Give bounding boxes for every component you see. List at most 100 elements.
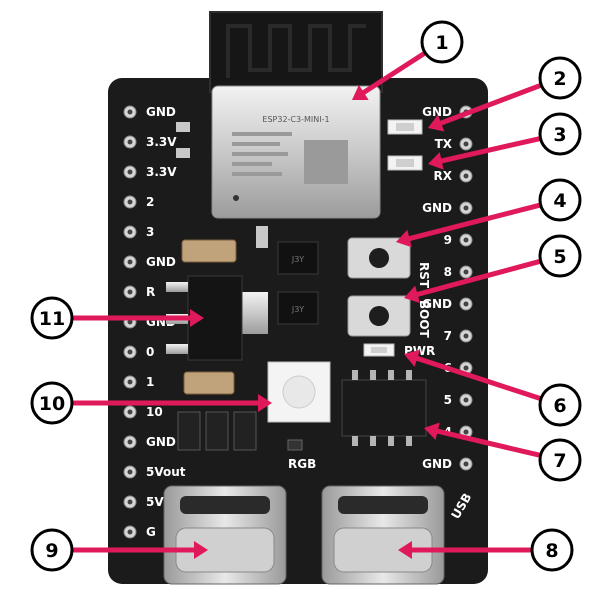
callout-arrow-line xyxy=(438,83,542,126)
callout-arrow-head xyxy=(404,285,420,304)
right-pin-label: 8 xyxy=(444,265,452,279)
left-pin-label: 0 xyxy=(146,345,154,359)
header-pin-drill xyxy=(463,429,469,435)
callout-arrow-head xyxy=(428,152,444,170)
callout-arrow-line xyxy=(415,259,542,297)
callout-arrow-line xyxy=(435,428,542,458)
callout-number: 2 xyxy=(553,68,566,90)
rgb-led-lens xyxy=(282,375,316,409)
header-pin-drill xyxy=(127,169,133,175)
rst-label: RST xyxy=(417,262,431,289)
left-pin-label: 3 xyxy=(146,225,154,239)
capacitor xyxy=(181,239,237,263)
capacitor xyxy=(176,122,190,132)
transistor xyxy=(277,291,319,325)
usb-serial-chip xyxy=(341,379,427,437)
left-pin-label: 5Vout xyxy=(146,465,186,479)
left-pin-label: 1 xyxy=(146,375,154,389)
module-label: ESP32-C3-MINI-1 xyxy=(262,115,329,124)
rx-led-lens xyxy=(396,159,414,167)
callout-arrow-head xyxy=(194,541,208,559)
header-pin-drill xyxy=(463,173,469,179)
diode xyxy=(205,411,229,451)
header-pin-drill xyxy=(127,109,133,115)
header-pin-drill xyxy=(463,365,469,371)
callout-number: 5 xyxy=(553,246,566,268)
callout-number: 11 xyxy=(39,308,65,330)
boot-label: BOOT xyxy=(417,300,431,339)
right-pin-label: GND xyxy=(422,457,452,471)
header-pin-drill xyxy=(463,461,469,467)
right-pin-label: GND xyxy=(422,297,452,311)
callout-circle xyxy=(30,296,74,340)
diode xyxy=(233,411,257,451)
callout-number: 6 xyxy=(553,395,566,417)
callout-arrow-head xyxy=(258,394,272,412)
callout-number: 1 xyxy=(435,32,448,54)
header-pin-drill xyxy=(127,319,133,325)
callout-arrow-head xyxy=(404,349,421,367)
header-pin-drill xyxy=(127,439,133,445)
callout-arrow-head xyxy=(428,114,445,132)
header-pin-drill xyxy=(127,409,133,415)
diode xyxy=(177,411,201,451)
header-pin-drill xyxy=(127,379,133,385)
transistor xyxy=(277,241,319,275)
header-pin-drill xyxy=(127,229,133,235)
tx-led-lens xyxy=(396,123,414,131)
left-pin-label: 3.3V xyxy=(146,165,177,179)
callout-circle xyxy=(420,20,464,64)
header-pin-drill xyxy=(463,397,469,403)
resistor xyxy=(287,439,303,451)
header-pin-drill xyxy=(127,469,133,475)
right-pin-label: 7 xyxy=(444,329,452,343)
capacitor xyxy=(183,371,235,395)
capacitor xyxy=(256,226,268,248)
callout-circle xyxy=(530,528,574,572)
header-pin-drill xyxy=(127,139,133,145)
capacitor xyxy=(176,148,190,158)
left-pin-label: 2 xyxy=(146,195,154,209)
right-pin-label: GND xyxy=(422,201,452,215)
right-pin-label: TX xyxy=(435,137,453,151)
pcb-board xyxy=(108,78,488,584)
regulator-tab xyxy=(238,292,268,334)
regulator-pin xyxy=(166,344,188,354)
antenna-trace xyxy=(226,24,366,78)
callout-arrow-head xyxy=(396,229,412,248)
callout-circle xyxy=(538,383,582,427)
callout-arrow-head xyxy=(190,309,204,327)
header-pin-drill xyxy=(463,333,469,339)
usb-c-connector-left xyxy=(163,485,287,585)
callout-arrow-line xyxy=(361,51,427,95)
header-pin-drill xyxy=(463,269,469,275)
callout-circle xyxy=(538,438,582,482)
header-pin-drill xyxy=(127,499,133,505)
esp32-module xyxy=(211,85,381,219)
callout-circle xyxy=(30,381,74,425)
usb-c-connector-right xyxy=(321,485,445,585)
header-pin-drill xyxy=(127,529,133,535)
header-pin-drill xyxy=(463,301,469,307)
chip-pins xyxy=(352,370,412,446)
callout-arrow-line xyxy=(439,136,542,164)
pwr-led-lens xyxy=(371,347,387,353)
callout-arrow-line xyxy=(414,355,542,401)
callout-circle xyxy=(30,528,74,572)
right-pin-label: GND xyxy=(422,105,452,119)
right-pin-label: 5 xyxy=(444,393,452,407)
module-markings xyxy=(232,132,348,184)
header-pin-drill xyxy=(463,141,469,147)
right-pin-label: RX xyxy=(434,169,453,183)
transistor-marking: J3Y xyxy=(291,305,304,314)
header-pin-drill xyxy=(127,349,133,355)
callout-number: 9 xyxy=(45,540,58,562)
callout-circle xyxy=(538,178,582,222)
callout-number: 10 xyxy=(39,393,65,415)
module-pin1-dot xyxy=(233,195,239,201)
callout-arrow-head xyxy=(398,541,412,559)
callout-arrow-head xyxy=(352,84,369,100)
header-pin-drill xyxy=(463,237,469,243)
left-pin-label: G xyxy=(146,525,156,539)
rgb-label: RGB xyxy=(288,457,316,471)
